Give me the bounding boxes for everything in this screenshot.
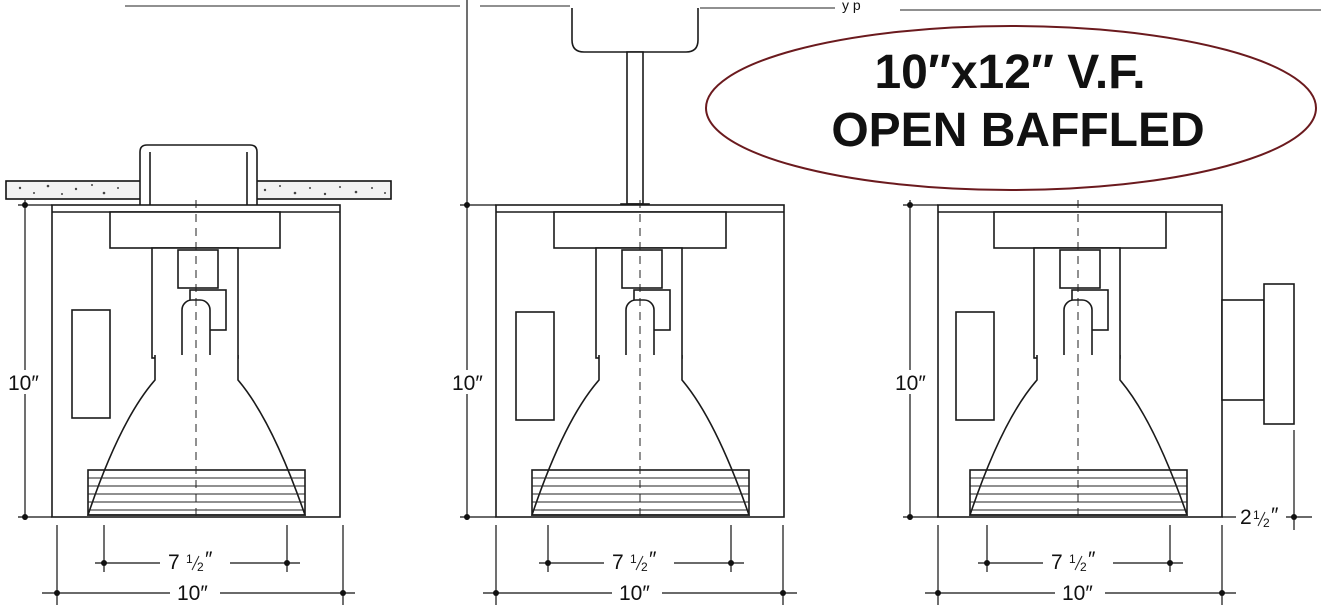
banner-line-2: OPEN BAFFLED — [831, 104, 1204, 157]
stem — [626, 51, 644, 205]
height-label-3: 10″ — [895, 372, 926, 395]
view-wall-mount: 10″ 2 1 2 ″ 7 1 2 ″ 10″ — [893, 200, 1312, 606]
canopy — [571, 8, 699, 53]
title-banner: 10″x12″ V.F. OPEN BAFFLED — [705, 25, 1317, 191]
aperture-inch-1: ″ — [205, 548, 213, 571]
depth-inch-3: ″ — [1271, 504, 1279, 527]
aperture-frac-num-2: 1 — [630, 552, 637, 566]
aperture-label-2: 7 — [612, 551, 624, 574]
width-label-2: 10″ — [619, 582, 650, 605]
height-label-1: 10″ — [8, 372, 39, 395]
view-pendant-mount: 10″ 7 1 2 ″ 10″ — [450, 0, 797, 606]
height-label-2: 10″ — [452, 372, 483, 395]
banner-line-1: 10″x12″ V.F. — [874, 46, 1145, 99]
width-label-3: 10″ — [1062, 582, 1093, 605]
top-label-fragment: y p — [842, 0, 861, 13]
ballast-2 — [515, 311, 555, 421]
depth-label-3: 2 — [1240, 506, 1252, 529]
aperture-frac-num-3: 1 — [1069, 552, 1076, 566]
ballast — [71, 309, 111, 419]
aperture-label-3: 7 — [1051, 551, 1063, 574]
aperture-frac-den-1: 2 — [197, 560, 204, 574]
aperture-inch-2: ″ — [649, 548, 657, 571]
ballast-3 — [955, 311, 995, 421]
aperture-frac-den-3: 2 — [1080, 560, 1087, 574]
width-label-1: 10″ — [177, 582, 208, 605]
banner-ellipse — [705, 25, 1317, 191]
aperture-frac-num-1: 1 — [186, 552, 193, 566]
aperture-label-1: 7 — [168, 551, 180, 574]
aperture-inch-3: ″ — [1088, 548, 1096, 571]
depth-frac-den-3: 2 — [1263, 516, 1270, 530]
wall-bracket — [1221, 299, 1265, 401]
wall-plate — [1263, 283, 1295, 425]
top-edge-lines: y p — [125, 0, 1321, 13]
view-ceiling-mount: 10″ 7 1 2 ″ 10″ — [5, 144, 392, 606]
ceiling-texture — [18, 184, 386, 196]
junction-box — [139, 144, 258, 205]
aperture-frac-den-2: 2 — [641, 560, 648, 574]
depth-frac-num-3: 1 — [1253, 508, 1260, 522]
